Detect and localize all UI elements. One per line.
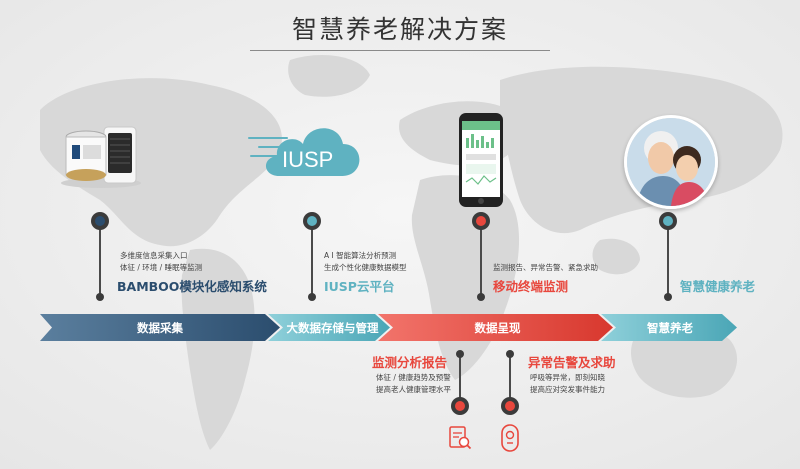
substep1-endpoint <box>456 350 464 358</box>
substep2-connector <box>509 352 511 400</box>
step4-node <box>659 212 677 230</box>
band-label-3: 数据呈现 <box>395 320 600 336</box>
step2-endpoint <box>308 293 316 301</box>
elderly-portrait-image <box>624 115 718 209</box>
step4-endpoint <box>664 293 672 301</box>
substep1-heading: 监测分析报告 <box>372 352 447 371</box>
substep1-connector <box>459 352 461 400</box>
substep2-line-1: 呼吸等异常，即刻知晓 <box>530 372 605 384</box>
step2-line-2: 生成个性化健康数据模型 <box>324 262 407 274</box>
step1-heading: BAMBOO模块化感知系统 <box>117 276 267 295</box>
substep2-endpoint <box>506 350 514 358</box>
step1-node <box>91 212 109 230</box>
step1-connector <box>99 222 101 295</box>
step2-connector <box>311 222 313 295</box>
step1-line-1: 多维度信息采集入口 <box>120 250 188 262</box>
step2-node <box>303 212 321 230</box>
substep1-line-2: 提高老人健康管理水平 <box>376 384 451 396</box>
title-divider <box>250 50 550 51</box>
step3-heading: 移动终端监测 <box>493 276 568 295</box>
page-title: 智慧养老解决方案 <box>0 10 800 46</box>
substep1-node <box>451 397 469 415</box>
substep1-line-1: 体征 / 健康趋势及预警 <box>376 372 451 384</box>
cloud-label: IUSP <box>282 147 333 173</box>
step3-endpoint <box>477 293 485 301</box>
step4-connector <box>667 222 669 295</box>
substep2-node <box>501 397 519 415</box>
report-search-icon <box>448 425 472 451</box>
step2-line-1: A I 智能算法分析预测 <box>324 250 396 262</box>
substep2-heading: 异常告警及求助 <box>528 352 616 371</box>
bamboo-devices-image <box>56 115 146 190</box>
band-label-4: 智慧养老 <box>615 320 725 336</box>
step3-line-1: 监测报告、异常告警、紧急求助 <box>493 262 598 274</box>
step4-heading: 智慧健康养老 <box>680 276 755 295</box>
smartphone-image <box>458 112 504 208</box>
step3-connector <box>480 222 482 295</box>
step1-endpoint <box>96 293 104 301</box>
substep2-line-2: 提高应对突发事件能力 <box>530 384 605 396</box>
step2-heading: IUSP云平台 <box>324 276 394 295</box>
band-label-2: 大数据存储与管理 <box>280 320 385 336</box>
alarm-button-icon <box>500 423 520 453</box>
step1-line-2: 体征 / 环境 / 睡眠等监测 <box>120 262 202 274</box>
band-label-1: 数据采集 <box>60 320 260 336</box>
step3-node <box>472 212 490 230</box>
